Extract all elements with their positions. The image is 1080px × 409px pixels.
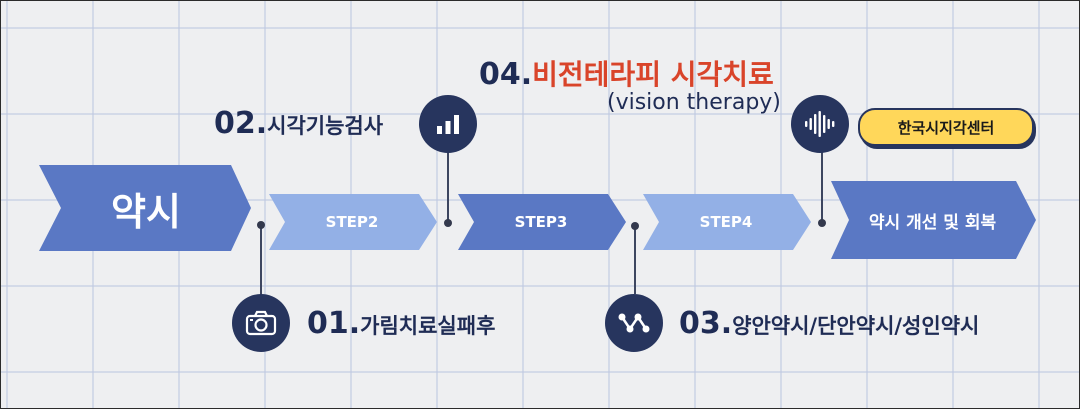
step2-label: STEP2 — [325, 213, 379, 231]
connector-line-04 — [821, 151, 823, 223]
connector-dot-03 — [631, 222, 639, 230]
step2-arrow: STEP2 — [285, 194, 419, 250]
stage-03-label: 03.양안약시/단안약시/성인약시 — [679, 306, 979, 341]
step3-label: STEP3 — [514, 213, 568, 231]
stage-04-text: 비전테라피 시각치료 — [532, 58, 774, 91]
center-badge-label: 한국시지각센터 — [897, 118, 995, 137]
step3-arrow: STEP3 — [474, 194, 608, 250]
connector-dot-01 — [257, 221, 265, 229]
stage-03-number: 03. — [679, 306, 733, 341]
end-arrow-shape — [831, 181, 1036, 259]
bar-chart-icon — [437, 115, 459, 134]
stage-04-number: 04. — [479, 57, 533, 92]
stage-01-text: 가림치료실패후 — [360, 314, 496, 338]
stage-04-subtext: (vision therapy) — [607, 90, 781, 115]
connector-line-02 — [447, 151, 449, 223]
step3-arrow-shape — [458, 194, 626, 250]
end-label: 약시 개선 및 회복 — [868, 212, 997, 233]
stage-03-text: 양안약시/단안약시/성인약시 — [732, 314, 980, 338]
stage-01-label: 01.가림치료실패후 — [307, 306, 495, 341]
stage-04-circle — [791, 95, 849, 153]
stage-03-circle — [605, 294, 663, 352]
center-badge: 한국시지각센터 — [858, 108, 1034, 146]
stage-02-number: 02. — [214, 106, 268, 141]
stage-02-label: 02.시각기능검사 — [214, 106, 383, 141]
connector-line-01 — [260, 225, 262, 295]
end-arrow: 약시 개선 및 회복 — [849, 181, 1016, 259]
start-arrow-shape — [39, 165, 251, 251]
step4-arrow-shape — [643, 194, 811, 250]
stage-02-circle — [419, 95, 477, 153]
stage-04-label: 04.비전테라피 시각치료 — [479, 53, 774, 93]
step4-arrow: STEP4 — [659, 194, 793, 250]
stage-01-circle — [232, 294, 290, 352]
stage-01-number: 01. — [307, 306, 361, 341]
step4-label: STEP4 — [699, 213, 753, 231]
start-label: 약시 — [111, 189, 181, 234]
connected-nodes-icon — [618, 313, 650, 333]
connector-dot-02 — [444, 219, 452, 227]
connector-line-03 — [634, 226, 636, 294]
camera-icon — [245, 310, 277, 336]
stage-02-text: 시각기능검사 — [267, 114, 384, 138]
start-arrow: 약시 — [61, 165, 231, 251]
step2-arrow-shape — [269, 194, 437, 250]
connector-dot-04 — [818, 219, 826, 227]
sound-wave-icon — [805, 111, 835, 137]
